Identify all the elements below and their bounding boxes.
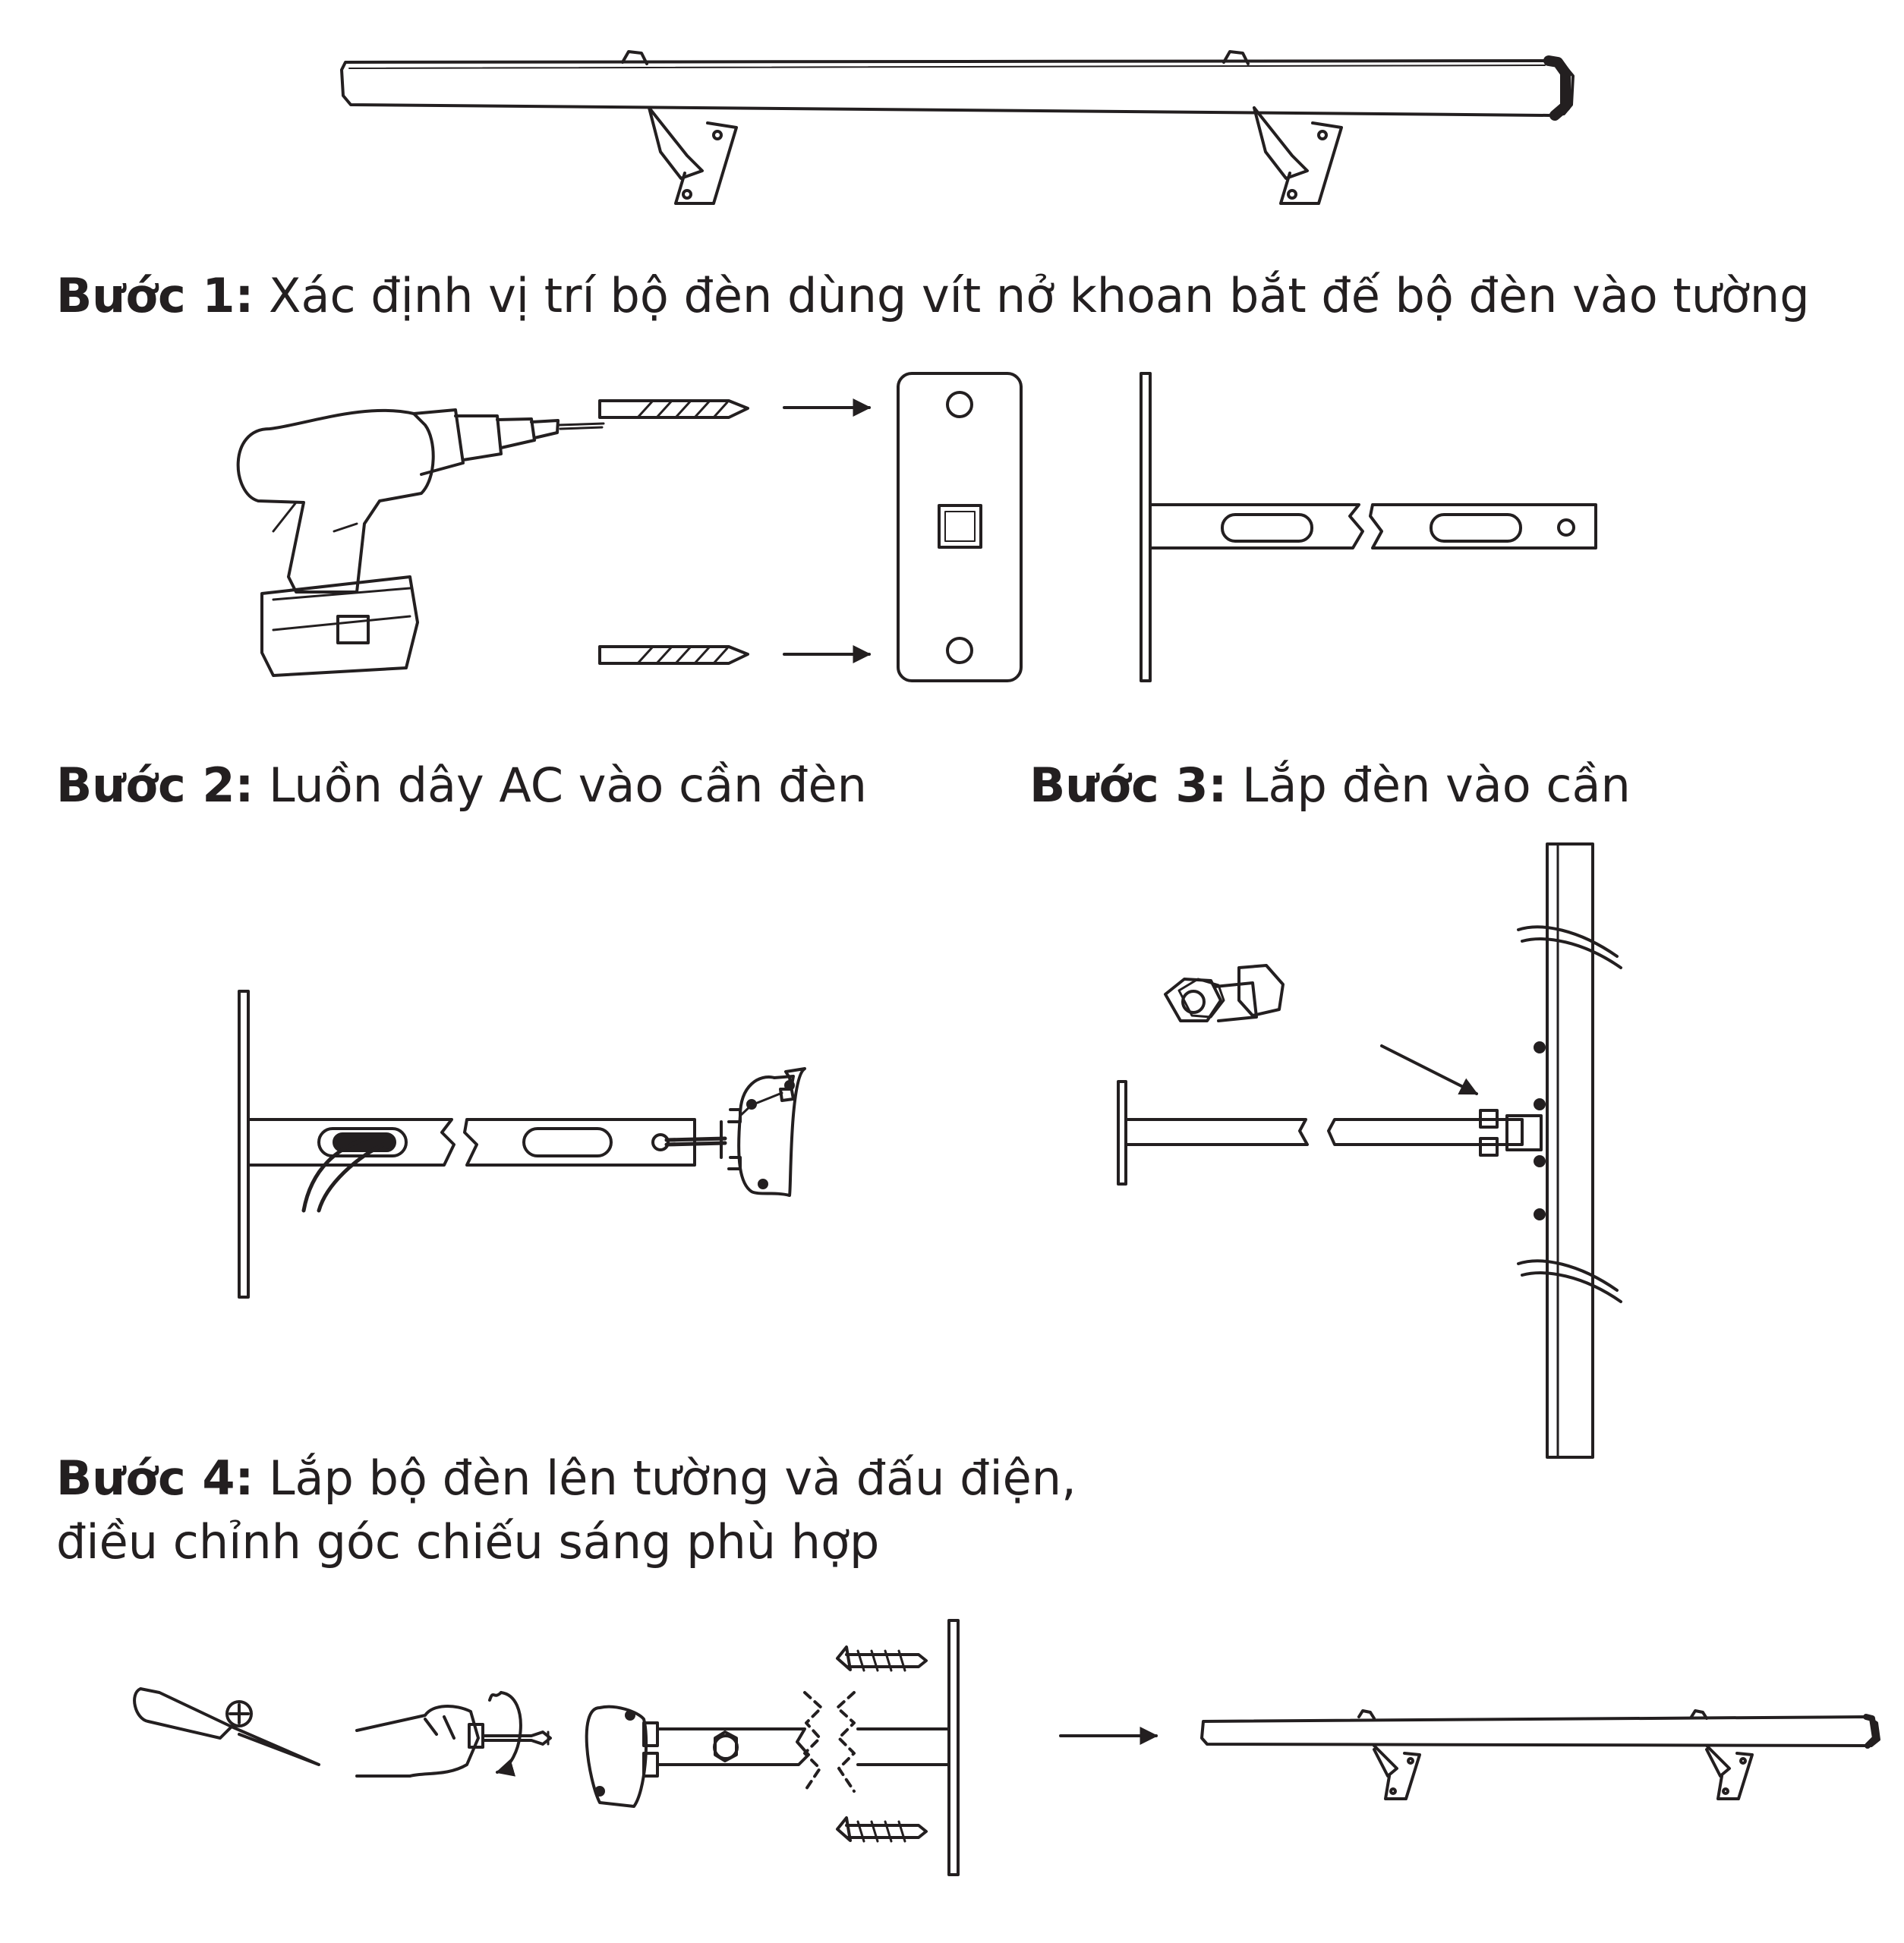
step-4-label: Bước 4: — [56, 1450, 254, 1506]
wall-bracket-icon — [1140, 372, 1597, 682]
phillips-head-icon — [225, 1700, 253, 1727]
wall-bracket-icon — [1117, 1080, 1543, 1186]
step-3-caption: Bước 3: Lắp đèn vào cần — [1029, 754, 1631, 817]
lamp-fixture-icon — [1200, 1709, 1880, 1800]
junction-box-icon — [585, 1705, 659, 1808]
step-4-text-line-2: điều chỉnh góc chiếu sáng phù hợp — [56, 1514, 880, 1570]
lamp-bar-icon — [1517, 842, 1622, 1459]
step-1-caption: Bước 1: Xác định vị trí bộ đèn dùng vít … — [56, 264, 1810, 328]
mounting-plate-icon — [897, 372, 1023, 682]
step-2-caption: Bước 2: Luồn dây AC vào cần đèn — [56, 754, 867, 817]
wall-screw-icon — [836, 1645, 928, 1672]
step-1-label: Bước 1: — [56, 268, 254, 323]
wall-bracket-icon — [656, 1619, 960, 1876]
step-4-text: Lắp bộ đèn lên tường và đấu điện, — [254, 1450, 1077, 1506]
arrow-icon — [1380, 1044, 1479, 1095]
lamp-fixture-icon — [340, 50, 1575, 205]
ac-cable-icon — [301, 1135, 727, 1213]
wall-screw-icon — [836, 1816, 928, 1843]
screwdriver-icon — [133, 1687, 320, 1766]
step-1-text: Xác định vị trí bộ đèn dùng vít nở khoan… — [254, 268, 1810, 323]
step-3-label: Bước 3: — [1029, 757, 1228, 813]
step-3-text: Lắp đèn vào cần — [1227, 757, 1631, 813]
bolt-nut-icon — [1164, 964, 1285, 1022]
hand-screwdriver-icon — [355, 1705, 552, 1778]
wall-bracket-icon — [238, 990, 696, 1299]
junction-box-icon — [720, 1067, 806, 1197]
step-2-text: Luồn dây AC vào cần đèn — [254, 757, 867, 813]
rotation-arrow-icon — [488, 1691, 522, 1777]
step-2-label: Bước 2: — [56, 757, 254, 813]
drill-icon — [236, 408, 605, 677]
step-4-caption: Bước 4: Lắp bộ đèn lên tường và đấu điện… — [56, 1447, 1077, 1574]
drill-bit-icon — [598, 399, 749, 665]
